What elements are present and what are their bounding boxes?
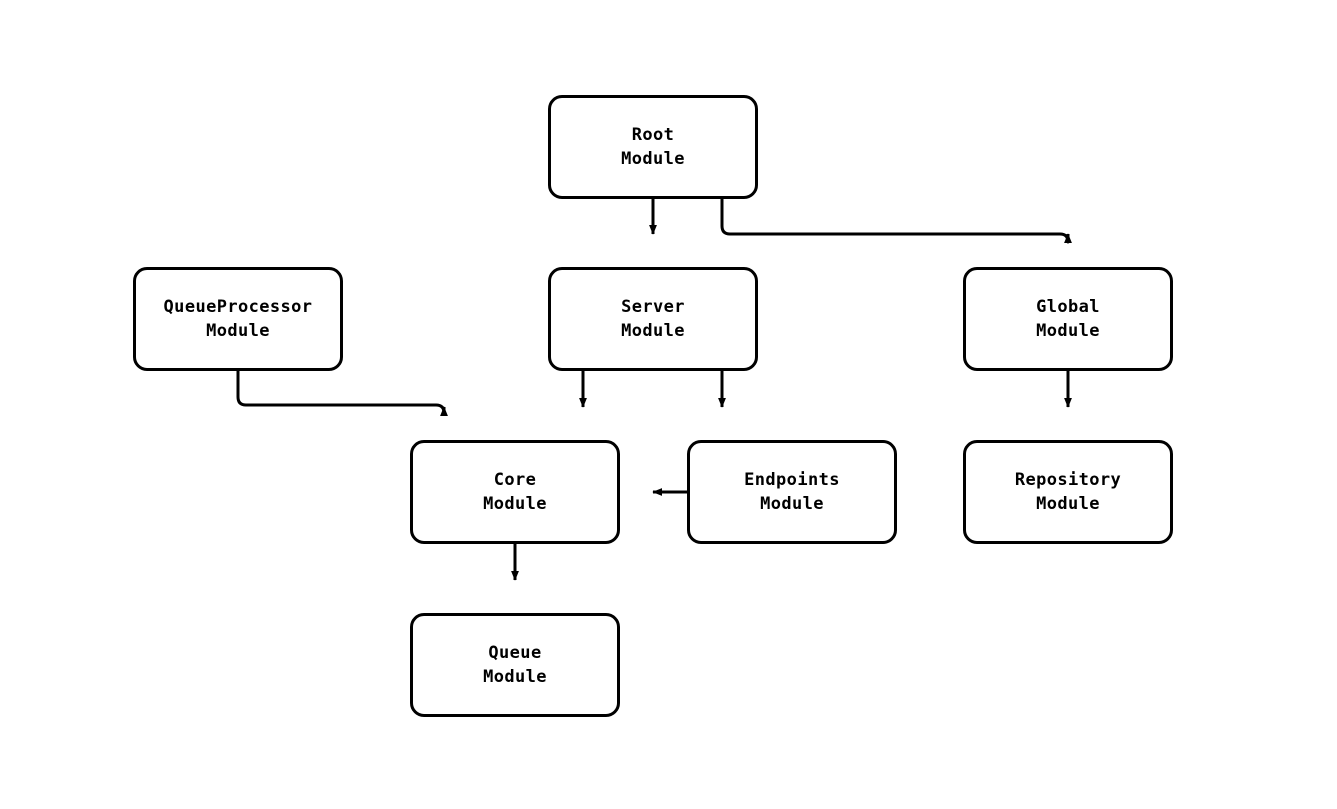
node-label-name: QueueProcessor [163,296,313,317]
node-label-name: Repository [1014,469,1122,490]
node-label-suffix: Module [621,149,685,169]
node-label-suffix: Module [483,494,547,514]
node-label-suffix: Module [483,667,547,687]
node-label-suffix: Module [206,321,270,341]
node-label-suffix: Module [1036,494,1100,514]
edge-queueprocessor-to-core [236,371,448,417]
node-label-suffix: Module [1036,321,1100,341]
node-label-name: Core [493,469,537,490]
node-label-suffix: Module [621,321,685,341]
node-label-name: Root [631,124,675,145]
edges-group [236,199,1072,581]
node-label-suffix: Module [760,494,824,514]
node-label-name: Server [621,296,685,317]
node-label-name: Endpoints [744,469,840,490]
node-label-name: Global [1036,296,1100,317]
edge-root-to-global [720,199,1072,244]
node-label-name: Queue [488,642,542,663]
